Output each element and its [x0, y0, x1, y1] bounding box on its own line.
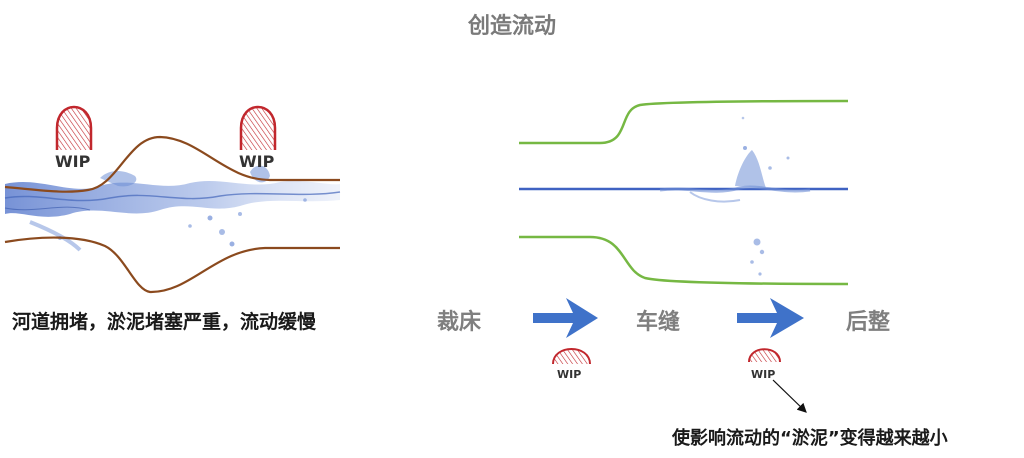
wip-small-label: WIP	[751, 368, 776, 381]
left-caption: 河道拥堵，淤泥堵塞严重，流动缓慢	[12, 311, 317, 333]
right-channel-lower-wall	[519, 235, 849, 286]
wip-small-label: WIP	[557, 368, 582, 381]
pointer-line	[772, 379, 807, 413]
page-title: 创造流动	[467, 14, 556, 39]
wip-label: WIP	[239, 152, 275, 171]
left-channel-lower-wall	[4, 236, 340, 294]
stage-label-cutting: 裁床	[437, 310, 482, 335]
right-channel-upper-wall	[519, 99, 849, 145]
right-caption: 使影响流动的“淤泥”变得越来越小	[672, 428, 948, 449]
wip-marker-icon	[55, 105, 93, 150]
right-water-flow	[519, 116, 848, 276]
process-arrow-icon	[533, 298, 598, 338]
left-channel-upper-wall	[4, 135, 340, 193]
stage-label-finishing: 后整	[846, 310, 891, 335]
stage-label-sewing: 车缝	[636, 310, 681, 335]
wip-small-marker-icon	[748, 348, 781, 363]
process-arrow-icon	[737, 298, 804, 338]
wip-marker-icon	[239, 105, 277, 150]
wip-small-marker-icon	[552, 348, 591, 365]
wip-label: WIP	[55, 152, 91, 171]
